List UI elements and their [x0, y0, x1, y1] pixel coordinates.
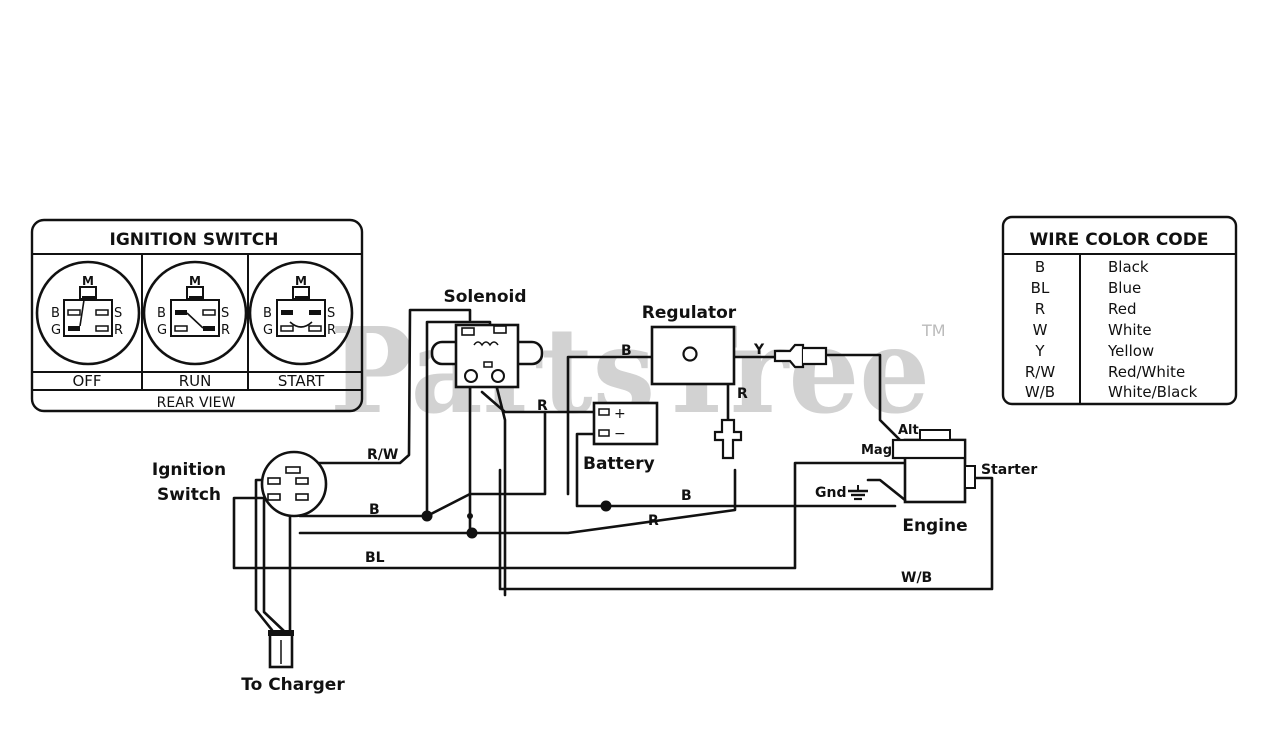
terminal-g-label: G — [157, 323, 167, 338]
color-code-title: WIRE COLOR CODE — [1030, 230, 1209, 250]
terminal-s-label: S — [221, 306, 229, 321]
watermark-tm: TM — [921, 321, 946, 340]
wire-color-code-table: WIRE COLOR CODE B Black BL Blue R Red W … — [1001, 215, 1238, 406]
engine-label: Engine — [902, 516, 967, 536]
terminal-g-label: G — [263, 323, 273, 338]
terminal-r-label: R — [221, 323, 230, 338]
color-code-name: Yellow — [1107, 342, 1154, 360]
wire-y-engine — [823, 353, 902, 442]
bullet-connector-r — [713, 418, 743, 460]
engine: Engine Alt Mag Starter — [861, 423, 1037, 536]
wire-label-b-battery: B — [681, 488, 692, 504]
position-run-label: RUN — [179, 372, 212, 390]
bullet-connector-y — [773, 343, 828, 369]
wire-label-r-engine: R — [648, 513, 659, 529]
wire-label-b-regulator: B — [621, 343, 632, 359]
terminal-b-label: B — [157, 306, 166, 321]
wire-label-rw: R/W — [367, 447, 398, 463]
battery-label: Battery — [583, 454, 655, 474]
color-code-abbr: W/B — [1025, 383, 1055, 401]
color-code-name: Blue — [1108, 279, 1141, 297]
color-code-name: White — [1108, 321, 1152, 339]
color-code-abbr: B — [1035, 258, 1045, 276]
color-code-name: Red — [1108, 300, 1137, 318]
solenoid: Solenoid — [430, 287, 544, 389]
wire-wb — [498, 468, 994, 591]
color-code-name: Red/White — [1108, 363, 1185, 381]
color-code-abbr: Y — [1034, 342, 1045, 360]
charger-plug: To Charger — [241, 630, 345, 695]
terminal-r-label: R — [327, 323, 336, 338]
switch-face-off: M B G S R — [35, 260, 141, 366]
gnd-label: Gnd — [815, 485, 846, 501]
terminal-s-label: S — [114, 306, 122, 321]
wire-labels: R/W B BL B Y R R B R W/B — [365, 342, 932, 586]
terminal-r-label: R — [114, 323, 123, 338]
starter-label: Starter — [981, 462, 1037, 478]
wire-label-r-regulator: R — [737, 386, 748, 402]
regulator-label: Regulator — [642, 303, 737, 323]
wire-label-r-solenoid: R — [537, 398, 548, 414]
color-code-abbr: R/W — [1025, 363, 1055, 381]
position-start-label: START — [278, 372, 325, 390]
terminal-g-label: G — [51, 323, 61, 338]
wires — [232, 308, 994, 634]
alt-label: Alt — [898, 423, 919, 438]
color-code-name: Black — [1108, 258, 1149, 276]
color-code-abbr: BL — [1031, 279, 1050, 297]
ignition-panel-title: IGNITION SWITCH — [110, 230, 279, 250]
to-charger-label: To Charger — [241, 675, 345, 695]
mag-label: Mag — [861, 443, 892, 458]
wire-b-bus — [425, 410, 547, 518]
ignition-panel-footer: REAR VIEW — [157, 395, 236, 411]
battery-positive: + — [614, 406, 626, 422]
wire-label-b: B — [369, 502, 380, 518]
switch-face-run: M B G S R — [142, 260, 248, 366]
ignition-switch-label-line1: Ignition — [152, 460, 226, 480]
wire-label-bl: BL — [365, 550, 385, 566]
wire-r-main — [298, 468, 737, 535]
color-code-name: White/Black — [1108, 383, 1198, 401]
color-code-abbr: W — [1033, 321, 1048, 339]
terminal-m-label: M — [82, 274, 94, 288]
wire-label-y: Y — [753, 342, 765, 358]
color-code-abbr: R — [1035, 300, 1045, 318]
terminal-s-label: S — [327, 306, 335, 321]
terminal-m-label: M — [295, 274, 307, 288]
wire-label-wb: W/B — [901, 570, 932, 586]
switch-face-start: M B G S R — [248, 260, 354, 366]
wire-bl — [232, 461, 907, 570]
terminal-b-label: B — [51, 306, 60, 321]
ignition-switch-label-line2: Switch — [157, 485, 221, 505]
wire-rw — [316, 308, 472, 465]
ground-symbol: Gnd — [815, 478, 907, 502]
battery-negative: − — [614, 426, 626, 442]
solenoid-label: Solenoid — [443, 287, 526, 307]
regulator: Regulator — [642, 303, 737, 386]
wire-solenoid-drop-2 — [493, 378, 507, 597]
terminal-b-label: B — [263, 306, 272, 321]
position-off-label: OFF — [72, 372, 101, 390]
battery: + − Battery — [583, 401, 659, 474]
ignition-switch: Ignition Switch — [152, 450, 328, 518]
ignition-switch-panel: IGNITION SWITCH REAR VIEW OFF RUN START … — [30, 218, 364, 413]
wire-solenoid-battery — [480, 390, 602, 414]
terminal-m-label: M — [189, 274, 201, 288]
wire-charger-3 — [262, 498, 287, 634]
wire-battery-gnd — [575, 432, 897, 508]
wire-regulator-b — [566, 355, 654, 496]
